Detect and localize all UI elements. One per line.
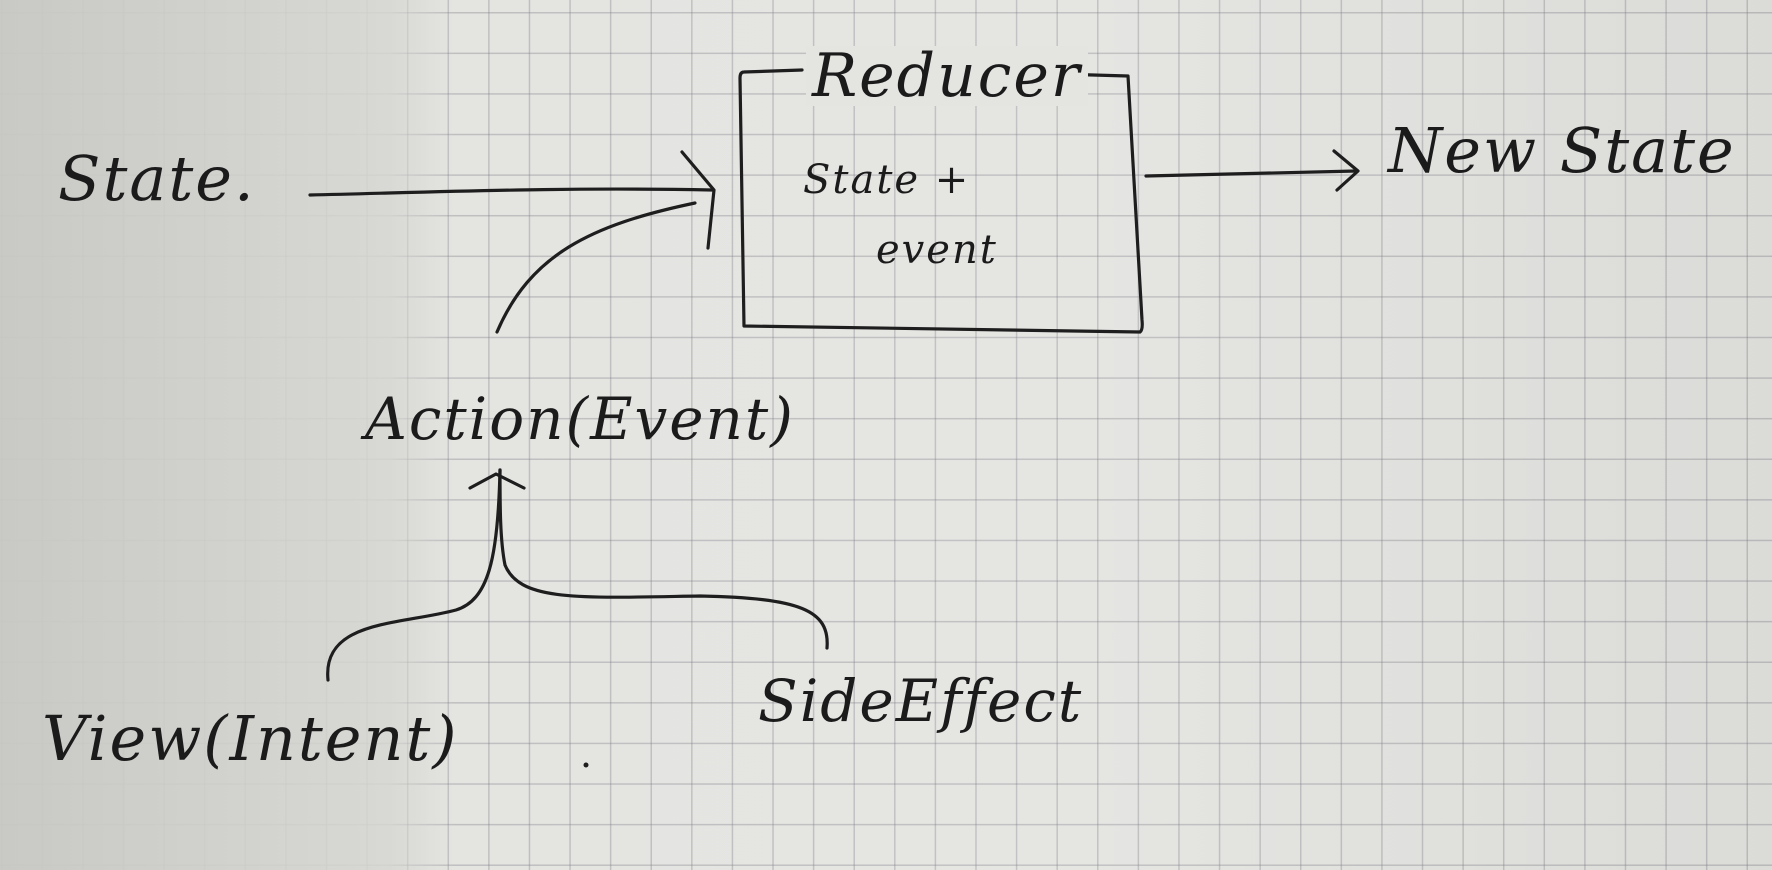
- reducer-box: [738, 68, 1144, 334]
- state-to-reducer-arrowhead: [680, 150, 716, 250]
- state-to-reducer-arrow: [308, 187, 714, 197]
- reducer-label-line-1: State +: [803, 157, 971, 203]
- new-state-arrowhead: [1332, 149, 1360, 192]
- node-view: View(Intent): [42, 702, 459, 775]
- reducer-to-new-state-arrow: [1144, 169, 1358, 178]
- node-new-state: New State: [1388, 114, 1736, 187]
- ink-dot: [583, 762, 589, 768]
- view-to-action-arrow: [326, 468, 502, 682]
- paper-margin: [0, 0, 455, 870]
- node-side-effect: SideEffect: [758, 667, 1084, 735]
- node-state: State.: [58, 142, 256, 215]
- reducer-title: Reducer: [806, 46, 1088, 106]
- action-arrowhead: [468, 472, 526, 490]
- node-action: Action(Event): [365, 385, 795, 453]
- reducer-label-line-2: event: [876, 227, 998, 273]
- side-effect-to-action-arrow: [498, 468, 829, 650]
- action-to-reducer-arrow: [495, 201, 697, 334]
